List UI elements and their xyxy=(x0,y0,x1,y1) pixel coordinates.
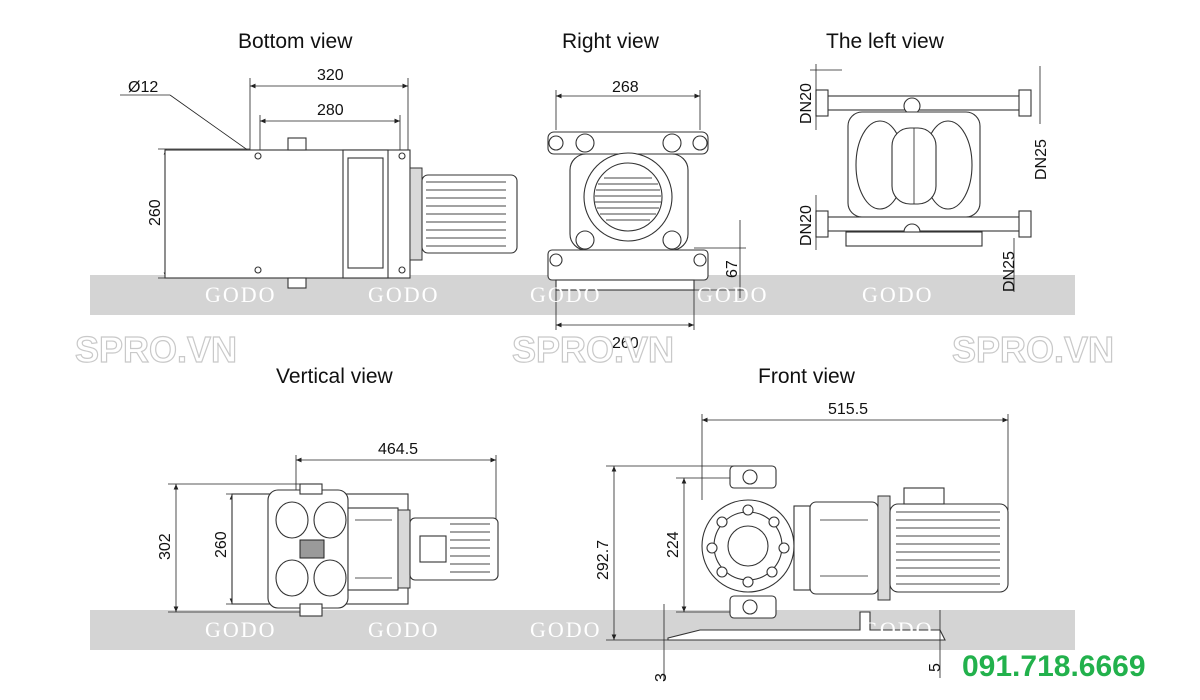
bottom-dim-260: 260 xyxy=(147,199,164,226)
left-dim-dn20-bottom: DN20 xyxy=(798,205,815,246)
spro-watermark: SPRO.VN xyxy=(75,329,237,370)
right-view: Right view 268 67 26 xyxy=(547,30,746,352)
phone-number: 091.718.6669 xyxy=(962,650,1146,683)
bottom-view-title: Bottom view xyxy=(238,30,353,53)
bottom-dim-320: 320 xyxy=(317,67,344,84)
right-dim-260: 260 xyxy=(612,335,639,352)
vertical-dim-260: 260 xyxy=(213,531,230,558)
front-dim-224: 224 xyxy=(665,531,682,558)
right-dim-67: 67 xyxy=(724,260,741,278)
left-view-title: The left view xyxy=(826,30,945,53)
godo-watermark: GODO xyxy=(530,282,602,307)
godo-watermark: GODO xyxy=(530,617,602,642)
godo-watermark: GODO xyxy=(205,617,277,642)
right-dim-268: 268 xyxy=(612,79,639,96)
left-dim-dn25-bottom: DN25 xyxy=(1001,251,1018,292)
front-dim-3: 3 xyxy=(653,673,670,682)
front-view: Front view 515.5 292.7 224 xyxy=(595,365,1009,682)
godo-watermark: GODO xyxy=(368,617,440,642)
godo-watermark: GODO xyxy=(862,282,934,307)
vertical-dim-302: 302 xyxy=(157,533,174,560)
front-dim-292: 292.7 xyxy=(595,540,612,580)
spro-watermark: SPRO.VN xyxy=(952,329,1114,370)
front-dim-515: 515.5 xyxy=(828,401,868,418)
vertical-view: Vertical view 464.5 302 260 xyxy=(157,365,499,617)
left-dim-dn20-top: DN20 xyxy=(798,83,815,124)
bottom-view: Bottom view 320 280 Ø12 260 xyxy=(120,30,518,289)
godo-watermark: GODO xyxy=(697,282,769,307)
bottom-dim-280: 280 xyxy=(317,102,344,119)
left-dim-dn25-top: DN25 xyxy=(1033,139,1050,180)
front-view-title: Front view xyxy=(758,365,856,388)
left-view: The left view DN20 DN25 DN20 DN25 xyxy=(798,30,1050,292)
vertical-view-title: Vertical view xyxy=(276,365,394,388)
right-view-title: Right view xyxy=(562,30,660,53)
godo-watermark: GODO xyxy=(862,617,934,642)
watermarks: GODO GODO GODO GODO GODO GODO GODO GODO … xyxy=(74,282,1114,642)
bottom-dim-hole: Ø12 xyxy=(128,79,158,96)
spro-watermark: SPRO.VN xyxy=(512,329,674,370)
godo-watermark: GODO xyxy=(205,282,277,307)
godo-watermark: GODO xyxy=(368,282,440,307)
front-dim-5: 5 xyxy=(927,663,944,672)
vertical-dim-464: 464.5 xyxy=(378,441,418,458)
